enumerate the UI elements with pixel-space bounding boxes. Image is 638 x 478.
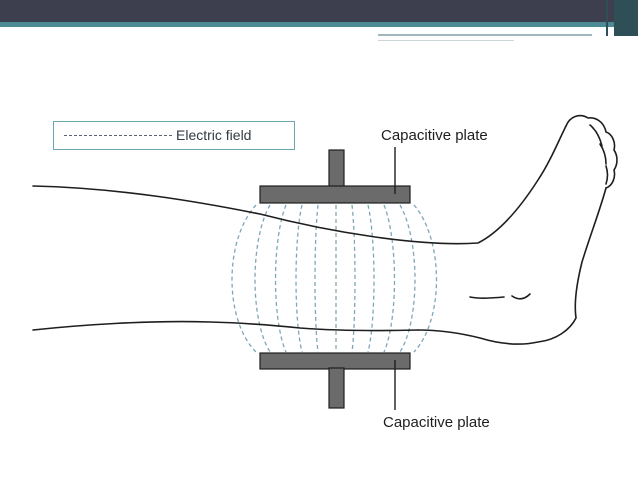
top-capacitive-plate [259, 149, 411, 204]
slide-corner-block [614, 0, 638, 36]
bottom-plate-handle [328, 367, 345, 409]
legend-label: Electric field [176, 127, 252, 143]
slide-header-rule-secondary [378, 40, 514, 41]
slide-header-rule [378, 34, 592, 36]
legend: Electric field [53, 121, 295, 150]
field-line-3 [274, 204, 287, 353]
top-plate-body [259, 185, 411, 204]
toe-line-3 [605, 165, 609, 185]
electric-field-lines [231, 204, 438, 353]
field-line-4 [295, 204, 303, 353]
leg-upper-contour [32, 125, 567, 245]
bottom-plate-label: Capacitive plate [383, 414, 490, 431]
field-line-11 [413, 204, 438, 353]
bottom-plate-body [259, 352, 411, 370]
leg-outline [32, 114, 618, 345]
ankle-mark-2 [511, 293, 531, 300]
top-plate-handle [328, 149, 345, 189]
field-line-5 [314, 204, 319, 353]
slide-corner-stripe [606, 0, 608, 36]
slide-header-bar [0, 0, 638, 22]
foot-toes [565, 114, 618, 189]
field-line-8 [367, 204, 375, 353]
toe-line-2 [599, 143, 607, 165]
field-line-7 [351, 204, 356, 353]
bottom-capacitive-plate [259, 352, 411, 409]
field-line-1 [231, 204, 257, 353]
slide-header-accent [0, 22, 638, 27]
top-plate-label: Capacitive plate [381, 127, 488, 144]
leg-lower-contour [32, 320, 419, 332]
foot-sole [417, 187, 607, 345]
legend-dashed-line [64, 135, 172, 136]
field-line-9 [383, 204, 396, 353]
ankle-mark [469, 296, 505, 299]
field-line-2 [254, 204, 271, 353]
toe-line-1 [589, 124, 603, 147]
field-line-10 [399, 204, 416, 353]
